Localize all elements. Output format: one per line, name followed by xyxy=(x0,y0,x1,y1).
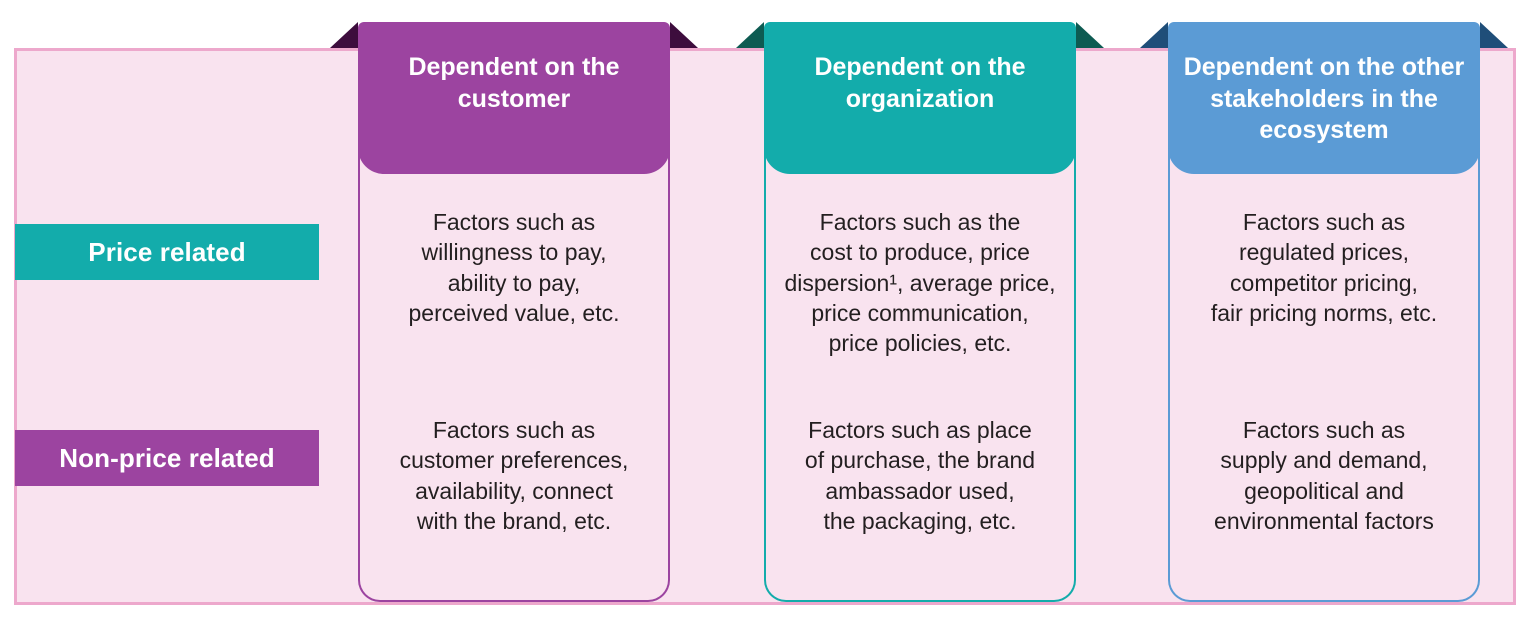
column-dependent-on-the-organization: Dependent on the organization Factors su… xyxy=(736,22,1104,602)
column-header-card: Dependent on the organization xyxy=(764,22,1076,174)
column-dependent-on-other-stakeholders: Dependent on the other stakeholders in t… xyxy=(1140,22,1508,602)
cell-organization-price-related: Factors such as the cost to produce, pri… xyxy=(784,209,1056,357)
column-header-card: Dependent on the customer xyxy=(358,22,670,174)
fold-corner-left-icon xyxy=(736,22,764,48)
row-label-non-price-related-text: Non-price related xyxy=(59,442,275,473)
cell-stakeholders-non-price-related: Factors such as supply and demand, geopo… xyxy=(1214,417,1434,535)
column-header-text: Dependent on the organization xyxy=(814,53,1026,113)
row-label-non-price-related: Non-price related xyxy=(15,430,319,486)
fold-corner-left-icon xyxy=(330,22,358,48)
column-header-text: Dependent on the customer xyxy=(408,53,620,113)
fold-corner-right-icon xyxy=(670,22,698,48)
column-header-card: Dependent on the other stakeholders in t… xyxy=(1168,22,1480,174)
row-label-price-related: Price related xyxy=(15,224,319,280)
cell-customer-non-price-related: Factors such as customer preferences, av… xyxy=(399,417,629,535)
fold-corner-right-icon xyxy=(1076,22,1104,48)
fold-corner-right-icon xyxy=(1480,22,1508,48)
cell-customer-price-related: Factors such as willingness to pay, abil… xyxy=(408,209,620,327)
column-header-text: Dependent on the other stakeholders in t… xyxy=(1183,53,1465,144)
cell-organization-non-price-related: Factors such as place of purchase, the b… xyxy=(804,417,1036,535)
cell-stakeholders-price-related: Factors such as regulated prices, compet… xyxy=(1210,209,1438,327)
row-label-price-related-text: Price related xyxy=(88,236,246,267)
fold-corner-left-icon xyxy=(1140,22,1168,48)
column-dependent-on-the-customer: Dependent on the customer Factors such a… xyxy=(330,22,698,602)
